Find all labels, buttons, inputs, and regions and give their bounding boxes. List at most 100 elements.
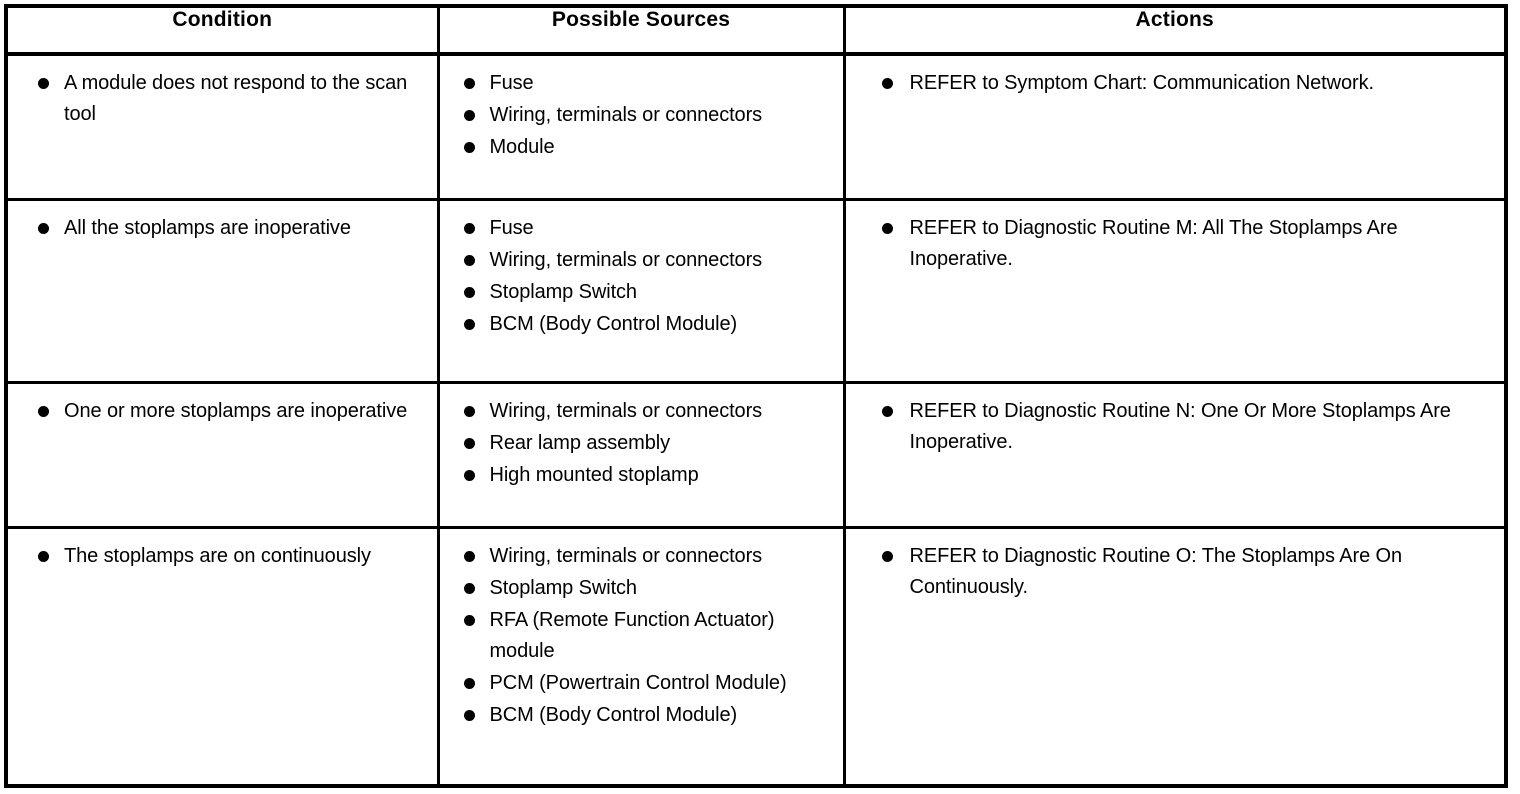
list-item: REFER to Diagnostic Routine N: One Or Mo… xyxy=(876,396,1495,458)
bullet-icon xyxy=(463,583,475,595)
bullet-icon xyxy=(38,223,49,235)
list-item: The stoplamps are on continuously xyxy=(30,541,427,572)
list-item: Rear lamp assembly xyxy=(454,428,833,459)
list-item-label: REFER to Diagnostic Routine O: The Stopl… xyxy=(909,545,1403,599)
condition-bullet-list: The stoplamps are on continuously xyxy=(30,541,427,572)
bullet-icon xyxy=(463,110,475,121)
cell-possible-sources: Wiring, terminals or connectors Rear lam… xyxy=(436,381,844,528)
actions-bullet-list: REFER to Diagnostic Routine N: One Or Mo… xyxy=(876,396,1495,458)
list-item: REFER to Diagnostic Routine M: All The S… xyxy=(876,213,1495,275)
list-item: Wiring, terminals or connectors xyxy=(454,541,833,572)
list-item-label: One or more stoplamps are inoperative xyxy=(64,400,408,423)
sources-bullet-list: Fuse Wiring, terminals or connectors Mod… xyxy=(454,68,833,163)
cell-actions: REFER to Diagnostic Routine N: One Or Mo… xyxy=(842,381,1506,528)
bullet-icon xyxy=(463,551,475,563)
list-item: REFER to Symptom Chart: Communication Ne… xyxy=(876,68,1495,99)
bullet-icon xyxy=(463,142,475,153)
condition-bullet-list: A module does not respond to the scan to… xyxy=(30,68,427,130)
sources-bullet-list: Wiring, terminals or connectors Rear lam… xyxy=(454,396,833,491)
list-item-label: BCM (Body Control Module) xyxy=(489,704,738,727)
list-item: PCM (Powertrain Control Module) xyxy=(454,668,833,699)
list-item-label: Fuse xyxy=(489,72,534,94)
list-item-label: Stoplamp Switch xyxy=(489,281,638,304)
bullet-icon xyxy=(463,406,475,418)
bullet-icon xyxy=(881,223,893,235)
list-item: Module xyxy=(454,132,833,163)
list-item-label: Wiring, terminals or connectors xyxy=(489,249,763,272)
table-body: A module does not respond to the scan to… xyxy=(6,54,1506,786)
list-item-label: Wiring, terminals or connectors xyxy=(489,545,763,568)
list-item: High mounted stoplamp xyxy=(454,460,833,491)
list-item-label: REFER to Symptom Chart: Communication Ne… xyxy=(909,72,1375,94)
list-item-label: Wiring, terminals or connectors xyxy=(489,104,763,126)
list-item: Fuse xyxy=(454,213,833,244)
list-item-label: All the stoplamps are inoperative xyxy=(64,217,351,240)
bullet-icon xyxy=(881,78,893,89)
condition-bullet-list: All the stoplamps are inoperative xyxy=(30,213,427,244)
column-header-actions: Actions xyxy=(842,6,1506,56)
list-item: REFER to Diagnostic Routine O: The Stopl… xyxy=(876,541,1495,603)
column-header-condition: Condition xyxy=(6,6,438,56)
list-item-label: High mounted stoplamp xyxy=(489,464,699,487)
actions-bullet-list: REFER to Diagnostic Routine M: All The S… xyxy=(876,213,1495,275)
cell-possible-sources: Fuse Wiring, terminals or connectors Sto… xyxy=(436,198,844,383)
bullet-icon xyxy=(38,406,49,418)
bullet-icon xyxy=(38,551,49,563)
bullet-icon xyxy=(463,678,475,690)
list-item: A module does not respond to the scan to… xyxy=(30,68,427,130)
diagnostic-symptom-table: Condition Possible Sources Actions A mod… xyxy=(4,4,1508,788)
cell-condition: The stoplamps are on continuously xyxy=(6,526,438,786)
list-item-label: Rear lamp assembly xyxy=(489,432,671,455)
list-item-label: Fuse xyxy=(489,217,534,240)
list-item-label: REFER to Diagnostic Routine N: One Or Mo… xyxy=(909,400,1451,454)
bullet-icon xyxy=(463,255,475,267)
cell-condition: A module does not respond to the scan to… xyxy=(6,54,438,200)
list-item-label: The stoplamps are on continuously xyxy=(64,545,371,568)
actions-bullet-list: REFER to Symptom Chart: Communication Ne… xyxy=(876,68,1495,99)
list-item: One or more stoplamps are inoperative xyxy=(30,396,427,427)
bullet-icon xyxy=(38,78,49,89)
table-row: The stoplamps are on continuously Wiring… xyxy=(6,526,1506,786)
sources-bullet-list: Wiring, terminals or connectors Stoplamp… xyxy=(454,541,833,731)
list-item: Wiring, terminals or connectors xyxy=(454,100,833,131)
list-item-label: Stoplamp Switch xyxy=(489,577,638,600)
list-item: All the stoplamps are inoperative xyxy=(30,213,427,244)
list-item-label: REFER to Diagnostic Routine M: All The S… xyxy=(909,217,1398,271)
bullet-icon xyxy=(881,551,893,563)
bullet-icon xyxy=(463,78,475,89)
cell-condition: One or more stoplamps are inoperative xyxy=(6,381,438,528)
list-item: BCM (Body Control Module) xyxy=(454,309,833,340)
condition-bullet-list: One or more stoplamps are inoperative xyxy=(30,396,427,427)
table-row: All the stoplamps are inoperative Fuse W… xyxy=(6,198,1506,383)
list-item: Wiring, terminals or connectors xyxy=(454,396,833,427)
sources-bullet-list: Fuse Wiring, terminals or connectors Sto… xyxy=(454,213,833,340)
cell-actions: REFER to Symptom Chart: Communication Ne… xyxy=(842,54,1506,200)
bullet-icon xyxy=(463,615,475,627)
header-row: Condition Possible Sources Actions xyxy=(6,6,1506,56)
cell-possible-sources: Fuse Wiring, terminals or connectors Mod… xyxy=(436,54,844,200)
list-item: Wiring, terminals or connectors xyxy=(454,245,833,276)
table-row: One or more stoplamps are inoperative Wi… xyxy=(6,381,1506,528)
bullet-icon xyxy=(463,223,475,235)
bullet-icon xyxy=(463,319,475,331)
cell-condition: All the stoplamps are inoperative xyxy=(6,198,438,383)
bullet-icon xyxy=(463,438,475,450)
cell-actions: REFER to Diagnostic Routine M: All The S… xyxy=(842,198,1506,383)
cell-actions: REFER to Diagnostic Routine O: The Stopl… xyxy=(842,526,1506,786)
list-item-label: BCM (Body Control Module) xyxy=(489,313,738,336)
list-item-label: Module xyxy=(489,136,555,158)
list-item: Stoplamp Switch xyxy=(454,277,833,308)
list-item-label: PCM (Powertrain Control Module) xyxy=(489,672,787,695)
list-item: RFA (Remote Function Actuator) module xyxy=(454,605,833,667)
table-row: A module does not respond to the scan to… xyxy=(6,54,1506,200)
list-item: BCM (Body Control Module) xyxy=(454,700,833,731)
bullet-icon xyxy=(463,470,475,482)
list-item-label: RFA (Remote Function Actuator) module xyxy=(489,609,775,663)
bullet-icon xyxy=(463,287,475,299)
list-item-label: Wiring, terminals or connectors xyxy=(489,400,763,423)
column-header-possible-sources: Possible Sources xyxy=(436,6,844,56)
list-item: Stoplamp Switch xyxy=(454,573,833,604)
table-header: Condition Possible Sources Actions xyxy=(6,6,1506,56)
bullet-icon xyxy=(463,710,475,722)
